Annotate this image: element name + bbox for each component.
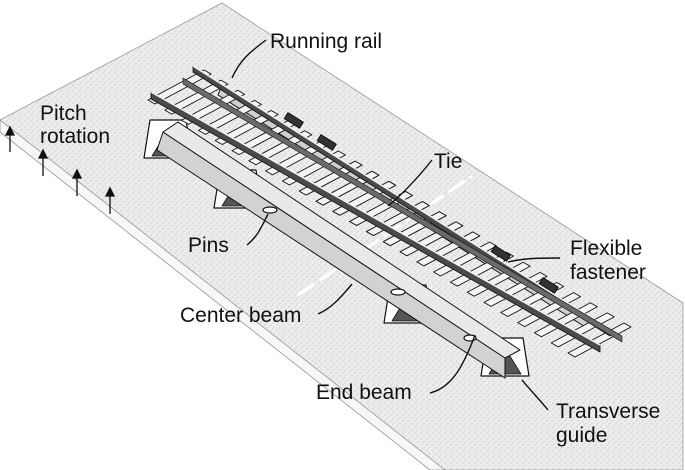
pin [390,288,406,296]
flexible-fastener [490,245,511,262]
label-transverse-guide-line2: guide [556,424,607,447]
leader-flexible-fastener [507,257,561,263]
leader-center-beam [317,283,353,315]
label-flexible-fastener-line2: fastener [570,261,646,284]
label-transverse-guide-line1: Transverse [556,400,660,423]
leader-pins [246,213,269,246]
running-rail-third [182,77,623,343]
label-end-beam: End beam [316,381,412,404]
flexible-fastener [538,277,559,294]
leader-end-beam [429,334,476,394]
running-rail-near-head [150,91,601,346]
arrow-up-icon [104,186,116,214]
arrow-up-icon [71,168,83,196]
label-pitch-rotation-line2: rotation [40,125,110,148]
leader-tie [387,159,433,207]
label-pitch-rotation-line1: Pitch [40,102,87,125]
label-center-beam: Center beam [180,304,301,327]
pitch-arrows [4,125,116,214]
running-rail-far-head [192,65,611,331]
center-beam-top [162,121,521,359]
arrow-up-icon [37,148,49,176]
leader-lines [231,39,561,411]
label-running-rail: Running rail [270,30,382,53]
labels: Running rail Pitch rotation Tie Pins Fle… [40,30,660,447]
label-flexible-fastener-line1: Flexible [570,237,642,260]
slab-front-face [0,119,446,470]
label-pins: Pins [188,234,229,257]
flexible-fasteners [283,112,559,294]
label-tie: Tie [434,150,462,173]
leader-transverse-guide [521,379,549,411]
pin [262,206,278,214]
flexible-fastener [283,112,304,129]
leader-running-rail [231,39,267,79]
flexible-fastener [316,134,337,151]
rails [150,65,623,353]
track-assembly [143,65,632,379]
arrow-up-icon [4,125,16,152]
